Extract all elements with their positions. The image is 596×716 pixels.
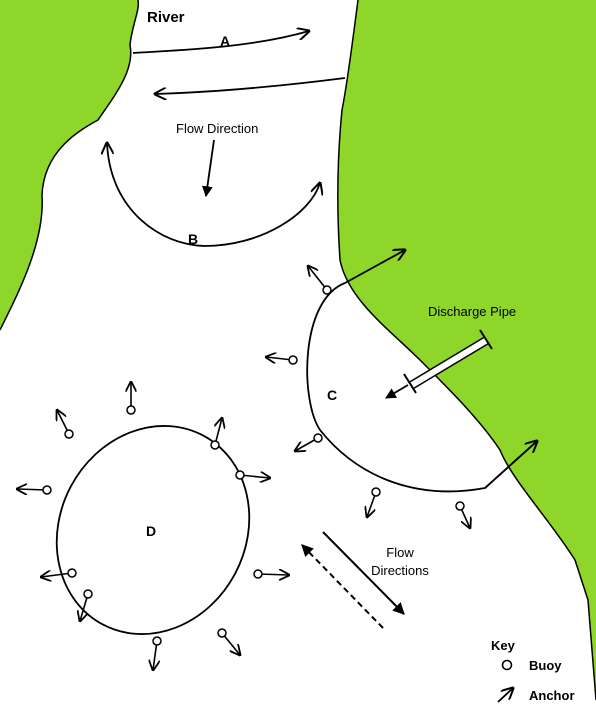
site-d: D xyxy=(17,382,289,670)
site-d-label: D xyxy=(146,523,156,539)
site-a-top-line xyxy=(132,31,309,54)
buoy-anchor xyxy=(295,433,323,451)
site-c-anchor-line-se xyxy=(484,441,537,489)
buoy-icon xyxy=(83,589,93,599)
buoy-icon xyxy=(67,568,77,578)
flow-arrow-solid xyxy=(322,531,405,615)
site-c-anchor-line-ne xyxy=(344,250,405,284)
legend-anchor-label: Anchor xyxy=(529,688,575,703)
river-label: River xyxy=(147,9,185,26)
flow-directions-label-line2: Directions xyxy=(371,563,429,578)
legend: Key Buoy Anchor xyxy=(491,638,575,703)
buoy-anchor xyxy=(235,470,270,480)
discharge-flow-arrow xyxy=(385,384,409,399)
site-d-buoys xyxy=(17,382,289,670)
site-a: A xyxy=(132,31,346,94)
site-b-label: B xyxy=(188,231,198,247)
buoy-icon xyxy=(64,429,74,439)
buoy-icon xyxy=(288,355,298,365)
site-a-label: A xyxy=(220,33,230,49)
buoy-icon xyxy=(313,433,323,443)
buoy-icon xyxy=(126,405,136,415)
buoy-icon xyxy=(152,636,162,646)
buoy-anchor xyxy=(367,487,381,517)
buoy-icon xyxy=(501,659,513,671)
buoy-anchor xyxy=(80,589,93,621)
buoy-anchor xyxy=(266,355,298,365)
site-c: C Discharge Pipe xyxy=(266,250,537,528)
buoy-anchor xyxy=(455,501,470,528)
legend-buoy-label: Buoy xyxy=(529,658,562,673)
buoy-icon xyxy=(235,470,245,480)
buoy-anchor xyxy=(57,410,74,439)
anchor-icon xyxy=(497,688,513,703)
flow-direction-label: Flow Direction xyxy=(176,121,258,136)
buoy-anchor xyxy=(17,485,52,495)
discharge-pipe xyxy=(403,329,493,394)
right-shoreline xyxy=(337,0,596,701)
buoy-anchor xyxy=(210,418,222,450)
site-c-buoys xyxy=(266,266,470,528)
buoy-icon xyxy=(455,501,465,511)
flow-directions-label-line1: Flow xyxy=(386,545,414,560)
left-shoreline xyxy=(0,0,140,331)
buoy-anchor xyxy=(152,636,162,670)
site-d-boundary xyxy=(55,425,251,635)
buoy-icon xyxy=(210,440,220,450)
buoy-icon xyxy=(371,487,381,497)
site-c-boundary xyxy=(306,282,536,493)
site-c-label: C xyxy=(327,387,337,403)
buoy-anchor xyxy=(126,382,136,415)
site-b: Flow Direction B xyxy=(107,121,320,247)
buoy-anchor xyxy=(308,266,332,295)
site-a-bottom-line xyxy=(155,77,346,94)
legend-title: Key xyxy=(491,638,516,653)
buoy-icon xyxy=(42,485,52,495)
buoy-icon xyxy=(217,628,227,638)
buoy-icon xyxy=(253,569,263,579)
buoy-anchor xyxy=(41,568,77,578)
buoy-anchor xyxy=(217,628,240,655)
flow-directions: Flow Directions xyxy=(301,531,429,629)
buoy-anchor xyxy=(253,569,289,579)
buoy-icon xyxy=(322,285,332,295)
site-b-curve xyxy=(107,143,320,247)
discharge-pipe-label: Discharge Pipe xyxy=(428,304,516,319)
